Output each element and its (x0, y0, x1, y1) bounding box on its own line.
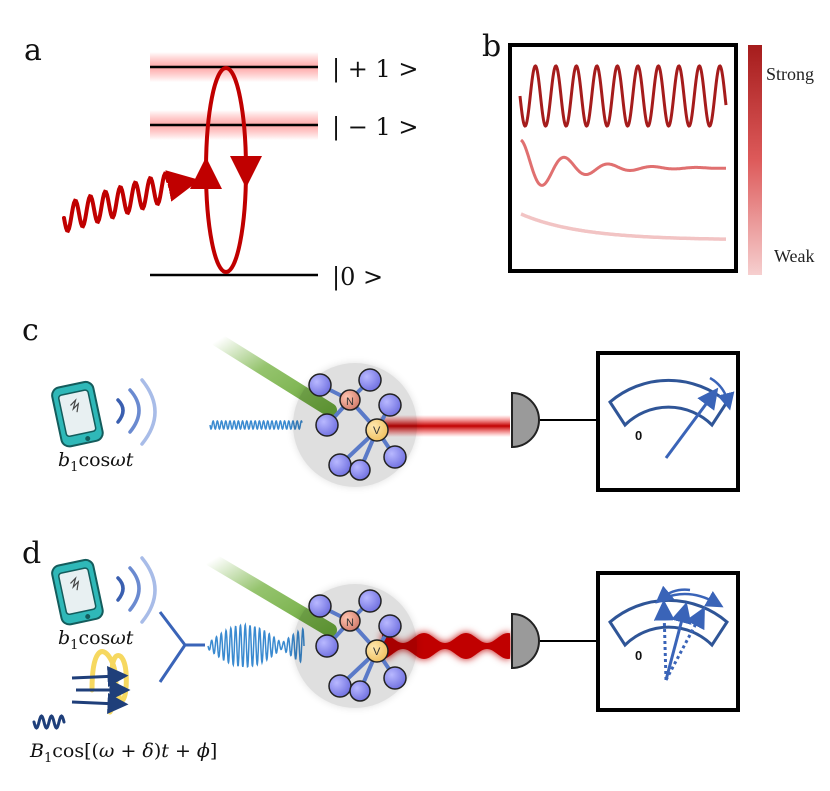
rabi-cycle-ellipse (204, 66, 248, 274)
signal-label-d2: B1cos[(ω + δ)t + ϕ] (29, 740, 217, 766)
meter-swing-arrow-d-left (655, 585, 691, 604)
weak-decay-curve (520, 212, 726, 241)
field-arrow-3 (71, 693, 129, 715)
field-arrow-1 (71, 665, 129, 687)
atom-n-label-c: N (346, 396, 354, 408)
atom-v-label-d: V (373, 646, 381, 658)
wifi-waves-icon (116, 556, 157, 624)
signal-label-c: b1cosωt (58, 449, 134, 475)
panel-c-label: c (22, 313, 39, 348)
wifi-waves-icon (116, 378, 157, 446)
signal-combiner-icon (158, 611, 205, 683)
detector-icon (511, 391, 540, 449)
atom-n-label-d: N (346, 617, 354, 629)
meter-needle-c (664, 387, 719, 459)
small-wave-icon (32, 714, 66, 730)
detector-icon (511, 612, 540, 670)
microwave-arrow-icon (165, 170, 200, 202)
nv-center-icon (293, 363, 417, 487)
strength-colorbar (748, 45, 762, 275)
strong-oscillation-curve (518, 64, 728, 128)
meter-zero-d: 0 (635, 648, 642, 663)
meter-zero-c: 0 (635, 428, 642, 443)
colorbar-weak-label: Weak (774, 246, 815, 266)
panel-c: c b1cosωt N V 0 (22, 313, 740, 492)
level-zero-label: |0 > (332, 263, 383, 292)
panel-a-label: a (24, 33, 42, 68)
medium-oscillation-curve (520, 138, 726, 187)
signal-label-d: b1cosωt (58, 627, 134, 653)
meter-swing-arrow-c (709, 376, 735, 411)
nv-center-icon (293, 584, 417, 708)
atom-v-label-c: V (373, 425, 381, 437)
panel-d-label: d (22, 536, 41, 571)
panel-b: b Strong Weak (482, 29, 815, 275)
beat-signal-d (207, 622, 305, 669)
panel-d: d b1cosωt B1cos[(ω + δ)t + ϕ] N V 0 (22, 536, 740, 766)
panel-b-frame (508, 43, 738, 273)
colorbar-strong-label: Strong (766, 64, 814, 84)
panel-b-label: b (482, 29, 501, 64)
meter-frame-c (596, 351, 740, 492)
level-minus1-label: | − 1 > (332, 113, 418, 142)
level-plus1-label: | + 1 > (332, 55, 418, 84)
panel-a: a | + 1 > | − 1 > |0 > (24, 33, 418, 292)
microwave-wave-icon (62, 171, 170, 234)
phone-icon (49, 379, 106, 449)
meter-needle-d-right (664, 606, 705, 681)
meter-needle-d (664, 601, 692, 681)
phone-icon (49, 557, 106, 627)
rf-signal-c (209, 419, 303, 431)
